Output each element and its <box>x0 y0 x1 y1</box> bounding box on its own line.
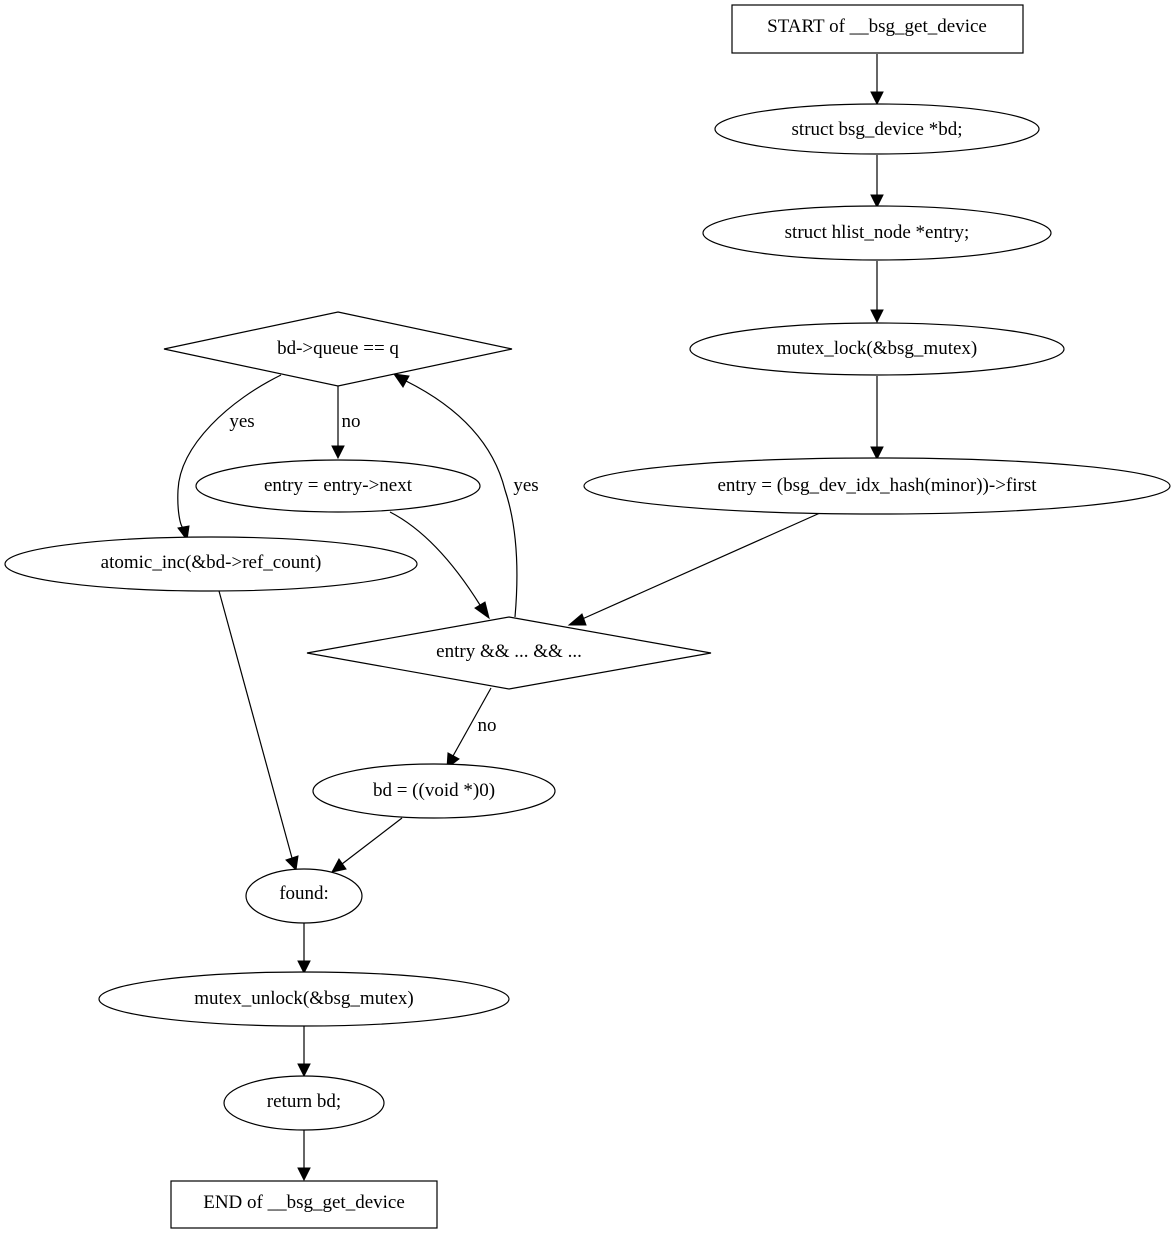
edge-return-to-end <box>297 1130 311 1182</box>
node-return-bd-label: return bd; <box>267 1091 341 1112</box>
node-end-label: END of __bsg_get_device <box>203 1192 405 1213</box>
node-found: found: <box>245 868 363 924</box>
node-mutex-unlock-shape <box>98 971 510 1027</box>
node-mutex-unlock: mutex_unlock(&bsg_mutex) <box>98 971 510 1027</box>
edge-label-queue-yes: yes <box>229 411 254 432</box>
edge-cond-queue-to-atomic-inc <box>177 374 282 542</box>
node-cond-queue-label: bd->queue == q <box>277 338 399 359</box>
edge-start-to-decl-bd <box>870 54 884 106</box>
edge-entry-next-to-cond-entry <box>389 511 490 620</box>
nodes: START of __bsg_get_device struct bsg_dev… <box>4 4 1171 1229</box>
node-mutex-lock-shape <box>689 322 1065 376</box>
node-end: END of __bsg_get_device <box>170 1180 438 1229</box>
node-decl-entry: struct hlist_node *entry; <box>702 205 1052 261</box>
edge-found-to-mutex-unlock <box>297 923 311 975</box>
node-bd-null-label: bd = ((void *)0) <box>373 780 495 801</box>
node-atomic-inc: atomic_inc(&bd->ref_count) <box>4 536 418 592</box>
node-atomic-inc-label: atomic_inc(&bd->ref_count) <box>101 552 322 573</box>
edge-label-entry-yes: yes <box>513 475 538 496</box>
edge-cond-entry-to-cond-queue <box>392 373 518 618</box>
node-return-bd: return bd; <box>223 1075 385 1131</box>
edge-bd-null-to-found <box>331 817 403 873</box>
node-mutex-lock-label: mutex_lock(&bsg_mutex) <box>777 338 978 359</box>
edge-decl-bd-to-decl-entry <box>870 155 884 209</box>
node-entry-next-label: entry = entry->next <box>264 475 413 496</box>
node-entry-first: entry = (bsg_dev_idx_hash(minor))->first <box>583 457 1171 515</box>
node-entry-first-label: entry = (bsg_dev_idx_hash(minor))->first <box>717 475 1037 496</box>
edge-mutex-unlock-to-return <box>297 1026 311 1078</box>
node-entry-next: entry = entry->next <box>195 459 481 513</box>
node-found-label: found: <box>279 883 329 904</box>
node-decl-bd: struct bsg_device *bd; <box>714 103 1040 155</box>
node-cond-queue: bd->queue == q <box>163 311 513 387</box>
edge-entry-first-to-cond-entry <box>567 512 821 626</box>
node-bd-null: bd = ((void *)0) <box>312 763 556 819</box>
node-start-label: START of __bsg_get_device <box>767 16 987 37</box>
node-decl-entry-label: struct hlist_node *entry; <box>785 222 970 243</box>
edge-mutex-lock-to-entry-first <box>870 376 884 461</box>
node-decl-bd-label: struct bsg_device *bd; <box>792 119 963 140</box>
node-mutex-unlock-label: mutex_unlock(&bsg_mutex) <box>194 988 414 1009</box>
edge-label-entry-no: no <box>478 715 497 736</box>
edge-label-queue-no: no <box>342 411 361 432</box>
node-mutex-lock: mutex_lock(&bsg_mutex) <box>689 322 1065 376</box>
edge-decl-entry-to-mutex-lock <box>870 261 884 324</box>
edges <box>177 54 884 1182</box>
edge-cond-queue-to-entry-next <box>331 386 345 460</box>
edge-labels: yes no yes no <box>229 411 538 736</box>
node-start: START of __bsg_get_device <box>731 4 1024 54</box>
edge-atomic-inc-to-found <box>218 590 299 872</box>
node-cond-entry-label: entry && ... && ... <box>436 641 582 662</box>
node-cond-entry: entry && ... && ... <box>306 616 712 690</box>
